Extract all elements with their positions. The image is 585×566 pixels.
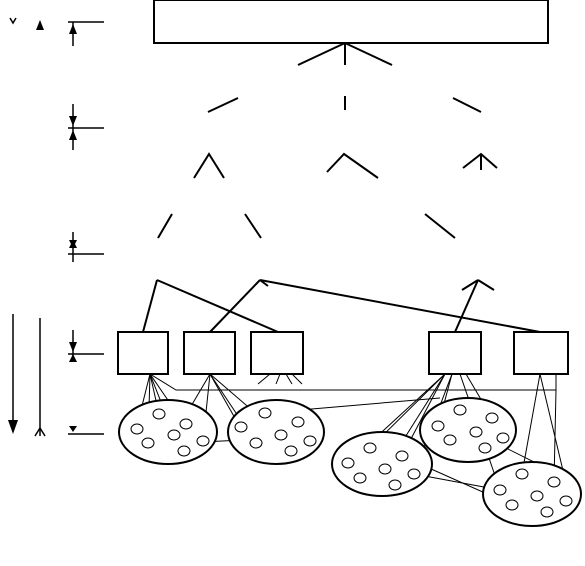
tick-arrow-down-icon: [69, 426, 77, 432]
tick-arrow-up-icon: [69, 354, 77, 362]
top-node-box: [154, 0, 548, 43]
clusters: [119, 398, 581, 526]
cluster-2: [228, 400, 324, 464]
branch-level-1: [208, 96, 481, 112]
fork-icon: [35, 428, 45, 436]
tick-arrow-up-icon: [69, 130, 77, 140]
level-ticks: [68, 22, 104, 434]
branch-level-2: [194, 154, 497, 178]
top-fan: [298, 43, 392, 65]
cluster-4: [420, 398, 516, 462]
leaf-box-2: [184, 332, 235, 374]
hub-level: [143, 280, 540, 332]
tick-arrow-down-icon: [69, 116, 77, 126]
cluster-3: [332, 432, 432, 496]
small-chevron-icon: [10, 18, 16, 23]
leaf-box-1: [118, 332, 168, 374]
leaf-boxes: [118, 332, 568, 374]
down-arrow-head-icon: [8, 420, 18, 434]
leaf-box-4: [429, 332, 481, 374]
cluster-1: [119, 400, 217, 464]
left-markers: [8, 18, 45, 436]
tick-arrow-down-icon: [69, 342, 77, 352]
leaf-box-5: [514, 332, 568, 374]
cluster-5: [483, 462, 581, 526]
tick-arrow-up-icon: [69, 240, 77, 248]
branch-level-3: [158, 214, 455, 238]
leaf-box-3: [251, 332, 303, 374]
tick-arrow-up-icon: [69, 24, 77, 34]
up-arrow-icon: [36, 20, 44, 30]
